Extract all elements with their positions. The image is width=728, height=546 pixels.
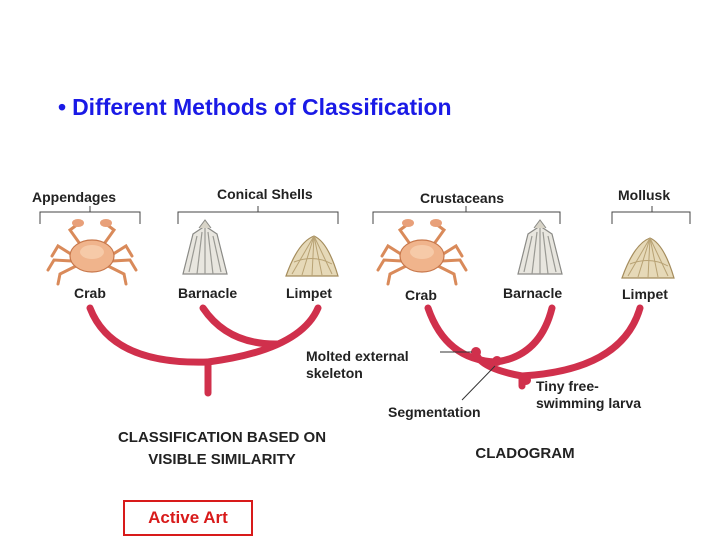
left-tree-branches [86, 304, 322, 397]
bullet: • [58, 94, 67, 120]
caption-line1: CLASSIFICATION BASED ON [117, 429, 327, 446]
group-brackets [39, 206, 691, 224]
organism-label-limpet-right: Limpet [622, 286, 668, 302]
organism-label-limpet-left: Limpet [286, 285, 332, 301]
trait-label-larva: Tiny free- swimming larva [536, 378, 641, 412]
crab-illustration-left [46, 217, 138, 286]
bracket-conical-shells [177, 211, 339, 224]
caption-cladogram: CLADOGRAM [475, 445, 575, 462]
bracket-mollusk [611, 211, 691, 224]
caption-visible-similarity: CLASSIFICATION BASED ON VISIBLE SIMILARI… [74, 427, 370, 471]
active-art-button[interactable]: Active Art [123, 500, 253, 536]
bracket-crustaceans [372, 211, 561, 224]
limpet-illustration-left [285, 235, 339, 277]
trait-marker-larva [521, 375, 531, 385]
leader-lines [440, 351, 496, 401]
group-label-crustaceans: Crustaceans [420, 190, 505, 206]
organism-label-barnacle-right: Barnacle [503, 285, 563, 301]
bracket-appendages [39, 211, 141, 224]
group-label-mollusk: Mollusk [618, 187, 671, 203]
trait-marker-segmentation [492, 356, 502, 366]
trait-larva-line1: Tiny free- [536, 378, 599, 394]
page-title: •Different Methods of Classification [58, 94, 452, 121]
group-label-conical-shells: Conical Shells [217, 186, 313, 202]
title-text: Different Methods of Classification [72, 94, 452, 120]
trait-larva-line2: swimming larva [536, 395, 642, 411]
trait-molted-line1: Molted external [306, 348, 409, 364]
group-label-appendages: Appendages [32, 189, 117, 205]
trait-label-segmentation: Segmentation [388, 404, 481, 420]
limpet-illustration-right [621, 237, 675, 279]
trait-molted-line2: skeleton [306, 365, 363, 381]
trait-label-molted: Molted external skeleton [306, 348, 409, 382]
organism-label-crab-left: Crab [74, 285, 106, 301]
leader-segmentation [461, 365, 496, 401]
trait-marker-molted [471, 347, 481, 357]
right-tree-branches [424, 304, 644, 390]
caption-line2: VISIBLE SIMILARITY [148, 451, 296, 468]
barnacle-illustration-right [517, 219, 563, 275]
crab-illustration-right [376, 217, 468, 286]
organism-label-crab-right: Crab [405, 287, 437, 303]
organism-label-barnacle-left: Barnacle [178, 285, 238, 301]
barnacle-illustration-left [182, 219, 228, 275]
